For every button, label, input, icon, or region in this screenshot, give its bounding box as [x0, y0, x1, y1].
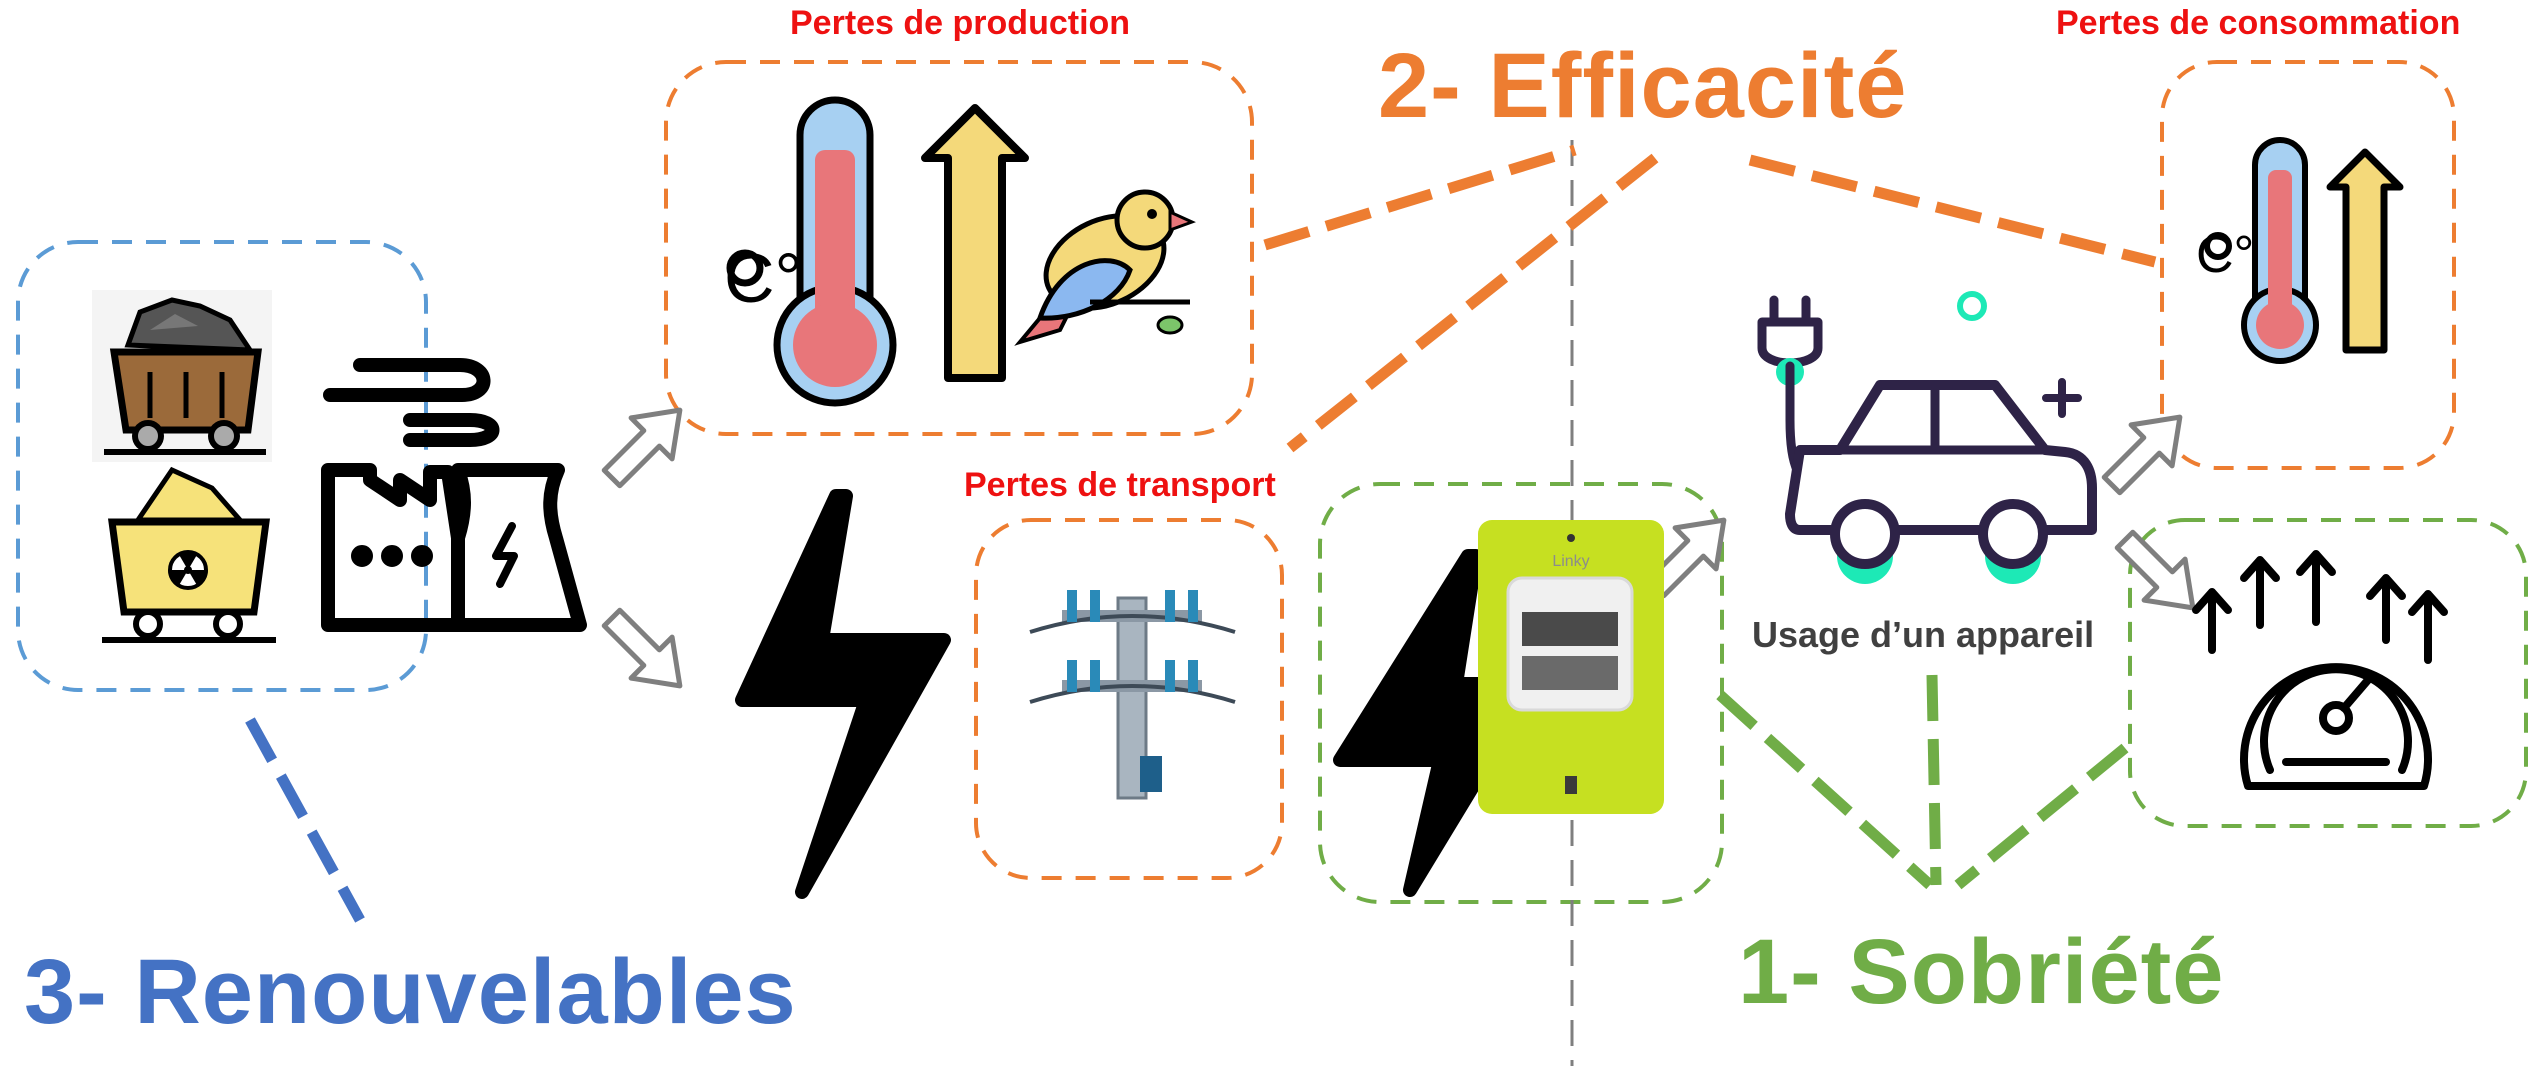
production-losses-label: Pertes de production [790, 4, 1131, 42]
transport-losses-box [974, 518, 1284, 880]
efficiency-title: 2- Efficacité [1378, 35, 1908, 137]
small-thermometer-icon [2204, 137, 2319, 364]
sobriety-connectors [1716, 674, 2129, 890]
speedometer-icon [2192, 550, 2448, 790]
consumption-losses-box [2160, 60, 2456, 470]
power-plant-icon [321, 358, 587, 632]
arrow-to-production-icon [591, 390, 700, 499]
electric-car-icon [1757, 291, 2097, 584]
bird-icon [1014, 189, 1196, 346]
meter-brand-text: Linky [1552, 553, 1589, 570]
power-pylon-icon [1029, 590, 1236, 800]
consumption-box [2128, 518, 2528, 828]
device-usage-label: Usage d’un appareil [1752, 614, 2095, 655]
sobriety-title: 1- Sobriété [1738, 921, 2225, 1023]
renewables-box [16, 240, 428, 692]
meter-lightning-icon [1333, 549, 1542, 897]
thermometer-icon [726, 96, 897, 407]
lightning-icon [735, 489, 951, 899]
transport-losses-label: Pertes de transport [964, 466, 1276, 504]
uranium-cart-icon [102, 466, 276, 643]
arrow-to-heat-icon [2091, 397, 2200, 506]
small-celsius-mark: C° [2196, 226, 2254, 284]
renewables-connector [245, 717, 365, 923]
small-up-arrow-icon [2326, 148, 2404, 354]
production-losses-box [664, 60, 1254, 436]
renewables-title: 3- Renouvelables [24, 941, 797, 1043]
arrow-to-electricity-icon [591, 597, 700, 706]
efficiency-connectors [1263, 144, 2157, 453]
consumption-losses-label: Pertes de consommation [2056, 4, 2461, 42]
smart-meter-icon [1478, 520, 1664, 814]
coal-cart-icon [92, 290, 272, 462]
celsius-mark: C° [724, 239, 803, 317]
up-arrow-icon [921, 104, 1029, 382]
